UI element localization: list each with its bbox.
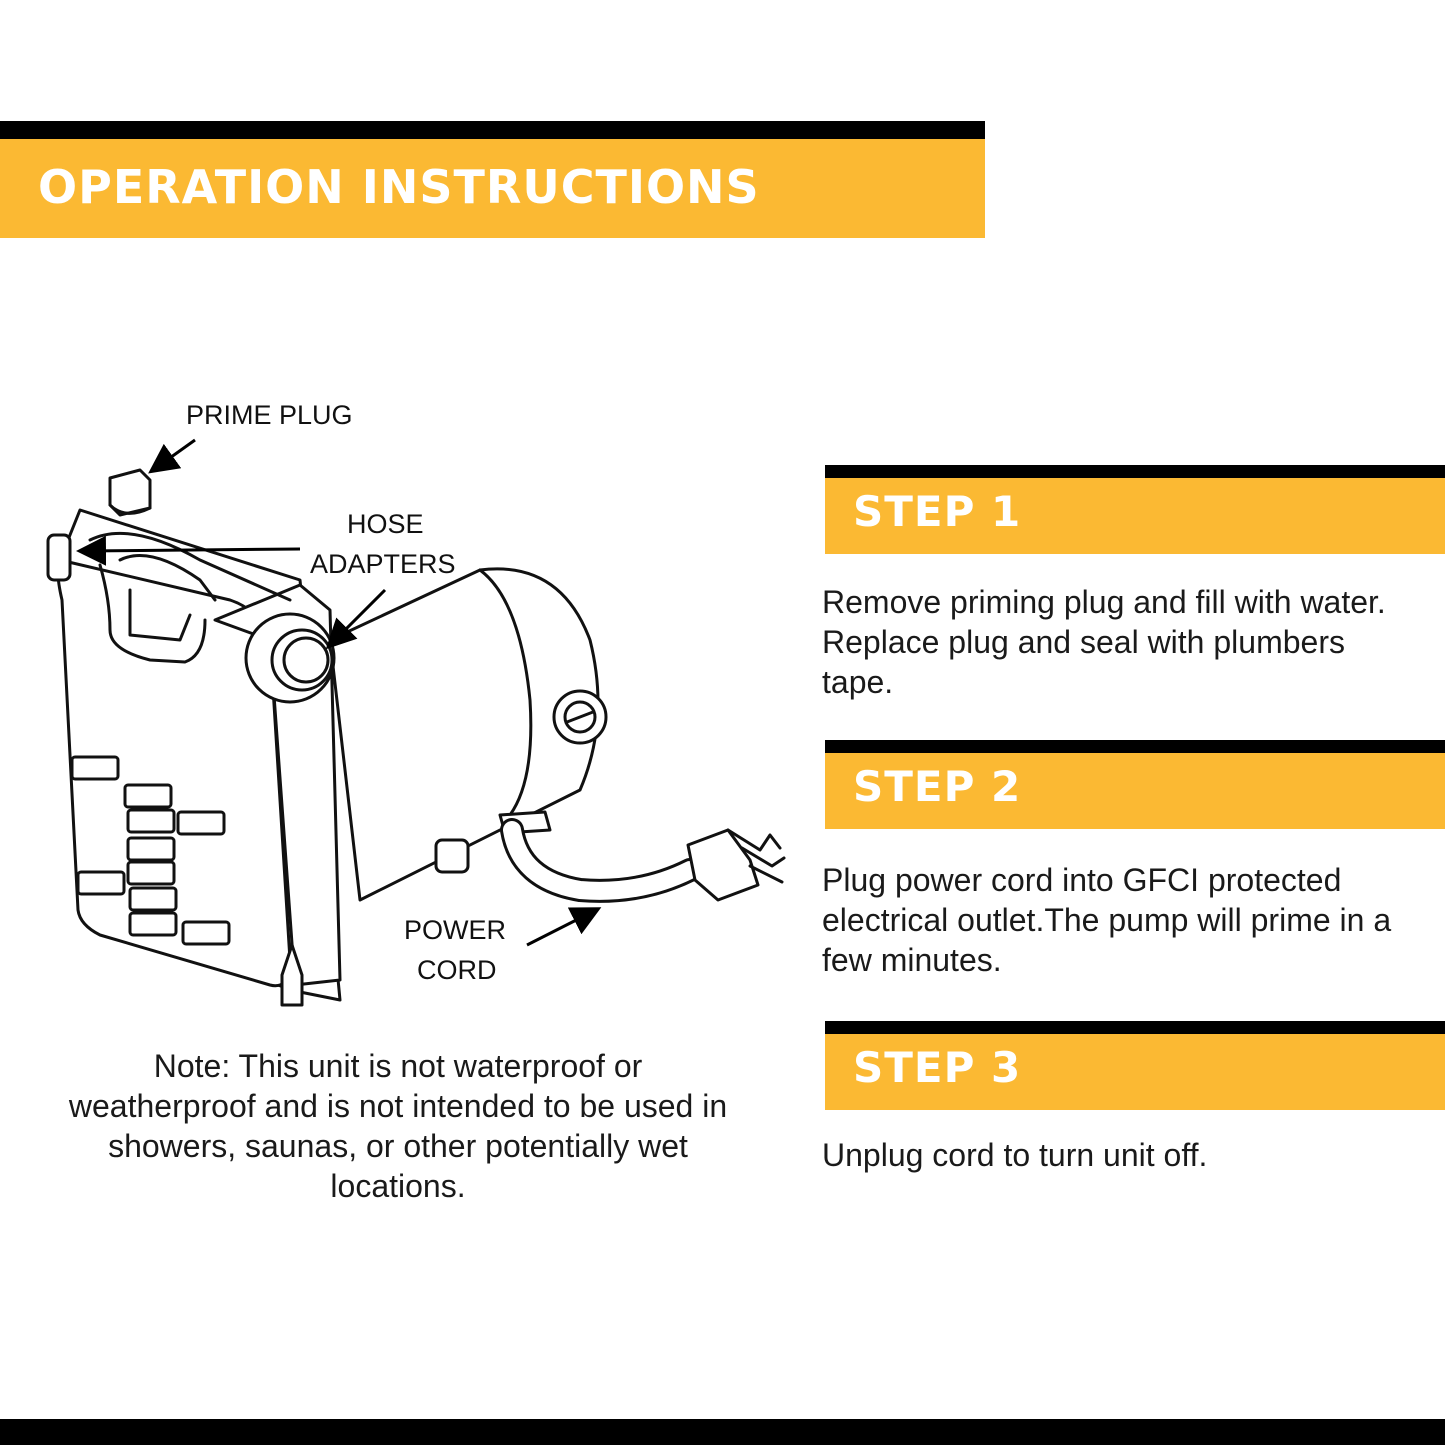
step3-banner xyxy=(825,1034,1445,1110)
header-top-rule xyxy=(0,121,985,139)
label-hose-line2: ADAPTERS xyxy=(310,549,456,579)
label-cord-line1: POWER xyxy=(404,915,507,945)
step2-banner xyxy=(825,753,1445,829)
label-cord-line2: CORD xyxy=(417,955,497,985)
step1-banner xyxy=(825,478,1445,554)
step1-title: STEP 1 xyxy=(853,487,1022,536)
safety-note: Note: This unit is not waterproof or wea… xyxy=(68,1048,728,1204)
step2-title: STEP 2 xyxy=(853,762,1022,811)
motor-body xyxy=(328,567,600,902)
footer-bar xyxy=(0,1419,1445,1445)
step1-top-rule xyxy=(825,465,1445,478)
step1-text: Remove priming plug and fill with water.… xyxy=(822,584,1386,700)
label-prime-plug: PRIME PLUG xyxy=(186,400,353,430)
step3-text: Unplug cord to turn unit off. xyxy=(822,1137,1208,1173)
step2-top-rule xyxy=(825,740,1445,753)
label-hose-line1: HOSE xyxy=(347,509,424,539)
step3-title: STEP 3 xyxy=(853,1043,1022,1092)
header-banner xyxy=(0,139,985,238)
page-title: OPERATION INSTRUCTIONS xyxy=(38,160,760,214)
step3-top-rule xyxy=(825,1021,1445,1034)
step2-text: Plug power cord into GFCI protected elec… xyxy=(822,862,1392,978)
